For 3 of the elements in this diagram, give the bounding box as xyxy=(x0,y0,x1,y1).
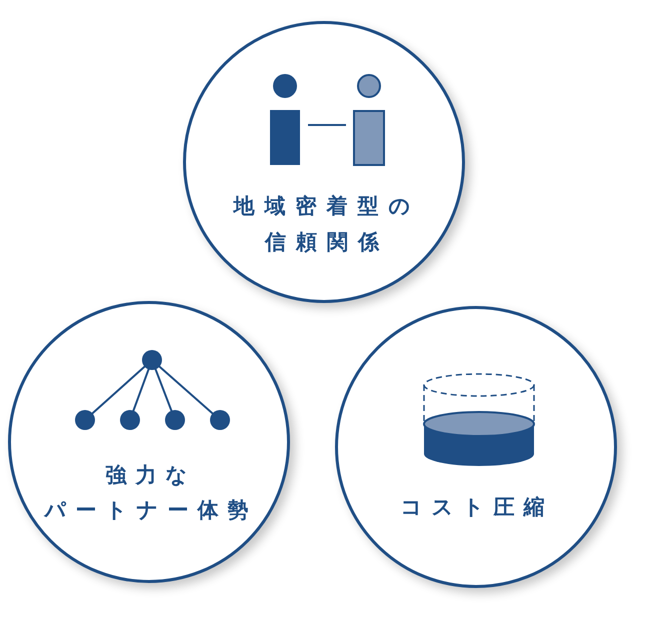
circle-label: 強力なパートナー体勢 xyxy=(42,462,258,524)
circle-label: 地域密着型の信頼関係 xyxy=(232,193,422,256)
circle-label: コスト圧縮 xyxy=(400,494,554,521)
